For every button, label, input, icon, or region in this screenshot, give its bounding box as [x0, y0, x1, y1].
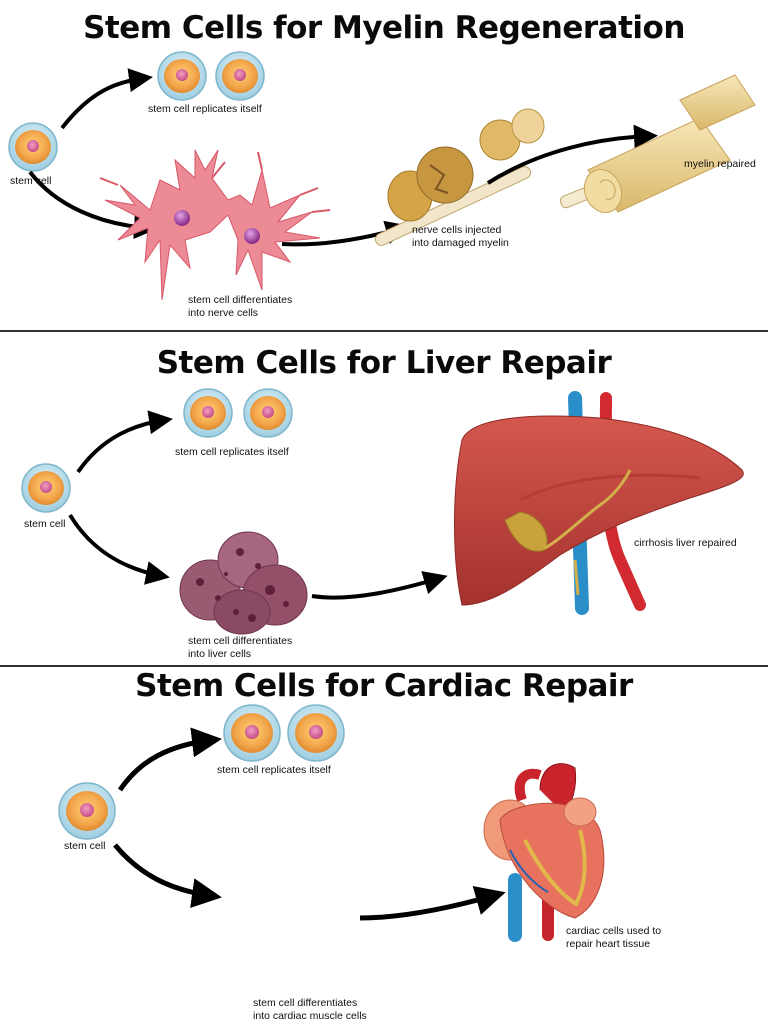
repaired-myelin: [559, 74, 756, 213]
label-heart-repaired-line1: cardiac cells used to: [566, 925, 662, 937]
label-stem-cell: stem cell: [24, 518, 66, 530]
nerve-nucleus: [244, 228, 260, 244]
label-stem-cell: stem cell: [10, 175, 52, 187]
section-title-cardiac: Stem Cells for Cardiac Repair: [135, 668, 633, 704]
arrow-replicate-2: [76, 410, 173, 474]
label-replicates: stem cell replicates itself: [148, 103, 262, 115]
arrow-differentiate-3: [113, 843, 222, 909]
section-title-myelin: Stem Cells for Myelin Regeneration: [83, 10, 685, 46]
section-title-liver: Stem Cells for Liver Repair: [156, 345, 612, 381]
stem-cell-2: [21, 463, 71, 513]
stem-cell-1: [8, 122, 58, 172]
label-differentiates-line2: into liver cells: [188, 648, 252, 660]
arrow-liver-repair: [311, 571, 448, 600]
label-differentiates-line1: stem cell differentiates: [188, 635, 293, 647]
arrow-replicate-3: [117, 727, 222, 792]
heart-organ: [483, 763, 605, 942]
liver-cells: [179, 531, 308, 635]
replicated-cells-1: [157, 51, 265, 101]
arrow-repair: [486, 124, 658, 185]
stem-cell-3: [58, 782, 116, 840]
label-replicates: stem cell replicates itself: [217, 764, 331, 776]
label-differentiates-line1: stem cell differentiates: [253, 997, 358, 1009]
arrow-replicate-1: [60, 68, 153, 130]
section-divider: [0, 330, 768, 332]
liver-organ: [454, 391, 744, 615]
damaged-myelin: [374, 108, 545, 246]
label-replicates: stem cell replicates itself: [175, 446, 289, 458]
label-liver-repaired: cirrhosis liver repaired: [634, 537, 737, 549]
label-stem-cell: stem cell: [64, 840, 106, 852]
label-injected-line2: into damaged myelin: [412, 237, 509, 249]
label-differentiates-line2: into cardiac muscle cells: [253, 1010, 367, 1022]
nerve-nucleus: [174, 210, 190, 226]
section-divider: [0, 665, 768, 667]
arrow-differentiate-2: [68, 513, 170, 585]
label-injected-line1: nerve cells injected: [412, 224, 502, 236]
label-heart-repaired-line2: repair heart tissue: [566, 938, 651, 950]
label-differentiates-line2: into nerve cells: [188, 307, 259, 319]
label-differentiates-line1: stem cell differentiates: [188, 294, 293, 306]
replicated-cells-2: [183, 388, 293, 438]
arrow-heart-repair: [359, 886, 506, 921]
nerve-cells: [99, 149, 331, 301]
replicated-cells-3: [223, 704, 345, 762]
label-myelin-repaired: myelin repaired: [684, 158, 756, 170]
